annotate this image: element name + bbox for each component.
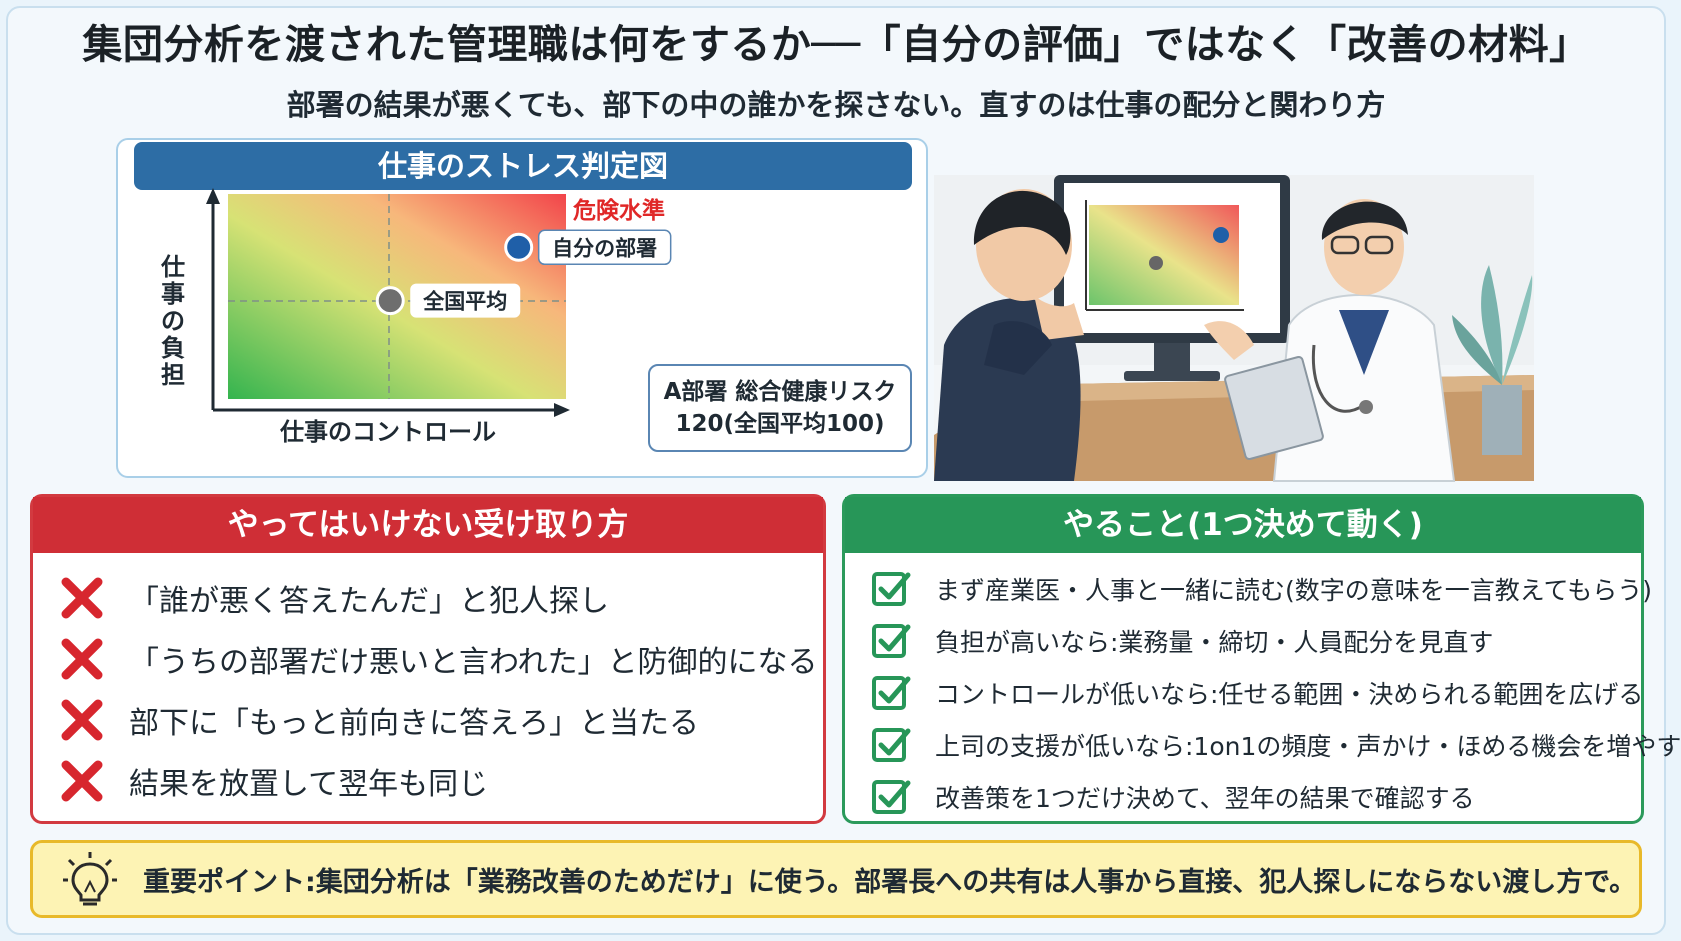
monitor-icon [1054,175,1290,381]
x-axis-arrow [554,403,570,417]
dont-item: 「うちの部署だけ悪いと言われた」と防御的になる [59,628,823,689]
checkbox-icon [872,676,911,710]
key-point-label: 重要ポイント: [143,866,316,898]
consultation-illustration [934,175,1534,482]
chart-points: 全国平均 自分の部署 [375,229,672,318]
chart-point-label-1: 自分の部署 [552,236,657,260]
dont-item-text: 「うちの部署だけ悪いと言われた」と防御的になる [129,644,818,680]
chart-header: 仕事のストレス判定図 [134,142,912,190]
lightbulb-icon [63,852,117,906]
y-axis-label-char: 仕 [160,253,185,281]
x-mark-icon [61,577,103,618]
do-item: 改善策を1つだけ決めて、翌年の結果で確認する [871,771,1641,823]
chart-point-label-bg-1 [537,229,672,266]
x-mark-icon [61,638,103,679]
stress-chart-panel: 仕事のストレス判定図 仕事の負担 仕事のコントロール 危険水準 全国平均 自分の部… [116,138,928,478]
plant-icon [1452,265,1533,455]
page-title: 集団分析を渡された管理職は何をするか──「自分の評価」ではなく「改善の材料」 [82,22,1590,68]
do-header: やること(1つ決めて動く) [845,497,1641,553]
chart-point-label-0: 全国平均 [422,290,507,314]
do-item-text: 上司の支援が低いなら:1on1の頻度・声かけ・ほめる機会を増やす [935,732,1681,761]
do-item-text: 改善策を1つだけ決めて、翌年の結果で確認する [935,784,1475,813]
dont-item-text: 「誰が悪く答えたんだ」と犯人探し [129,583,609,619]
manager-figure-icon [934,189,1084,481]
chart-point-label-bg-0 [410,283,521,318]
y-axis-label-char: 負 [161,334,185,362]
danger-label: 危険水準 [573,197,665,224]
checkbox-icon [872,780,911,814]
dont-header: やってはいけない受け取り方 [33,497,823,553]
x-mark-icon [61,760,103,801]
y-axis-label-char: 担 [161,361,185,389]
checkbox-icon [872,728,911,762]
chart-point-0 [375,286,405,316]
dont-list: 「誰が悪く答えたんだ」と犯人探し 「うちの部署だけ悪いと言われた」と防御的になる… [33,553,823,811]
do-list: まず産業医・人事と一緒に読む(数字の意味を一言教えてもらう) 負担が高いなら:業… [845,553,1681,823]
y-axis-label-char: 事 [161,280,185,308]
dont-item-text: 結果を放置して翌年も同じ [129,766,489,802]
x-axis-label: 仕事のコントロール [279,418,496,446]
checkbox-icon [872,624,911,658]
do-item: まず産業医・人事と一緒に読む(数字の意味を一言教えてもらう) [871,563,1652,615]
x-mark-icon [61,699,103,740]
do-item: 負担が高いなら:業務量・締切・人員配分を見直す [871,615,1641,667]
do-item-text: まず産業医・人事と一緒に読む(数字の意味を一言教えてもらう) [935,576,1653,605]
doctor-figure-icon [1204,199,1456,482]
do-item: 上司の支援が低いなら:1on1の頻度・声かけ・ほめる機会を増やす [871,719,1681,771]
risk-line-1: A部署 総合健康リスク [663,379,897,405]
dont-item-text: 部下に「もっと前向きに答えろ」と当たる [129,705,699,741]
do-item: コントロールが低いなら:任せる範囲・決められる範囲を広げる [871,667,1644,719]
y-axis-label-char: の [161,307,185,335]
chart-point-1 [504,232,534,262]
risk-line-2: 120(全国平均100) [675,411,885,437]
dont-item: 結果を放置して翌年も同じ [59,750,823,811]
checkbox-icon [872,572,911,606]
risk-summary-box: A部署 総合健康リスク 120(全国平均100) [648,364,912,452]
key-point-bar: 重要ポイント: 集団分析は「業務改善のためだけ」に使う。部署長への共有は人事から… [30,840,1642,918]
page-subtitle: 部署の結果が悪くても、部下の中の誰かを探さない。直すのは仕事の配分と関わり方 [286,88,1386,122]
dont-item: 「誰が悪く答えたんだ」と犯人探し [59,567,823,628]
do-panel: やること(1つ決めて動く) まず産業医・人事と一緒に読む(数字の意味を一言教えて… [842,494,1681,824]
do-item-text: 負担が高いなら:業務量・締切・人員配分を見直す [935,628,1494,657]
key-point-text: 集団分析は「業務改善のためだけ」に使う。部署長への共有は人事から直接、犯人探しに… [315,866,1637,898]
dont-panel: やってはいけない受け取り方 「誰が悪く答えたんだ」と犯人探し 「うちの部署だけ悪… [30,494,826,824]
dont-item: 部下に「もっと前向きに答えろ」と当たる [59,689,823,750]
do-item-text: コントロールが低いなら:任せる範囲・決められる範囲を広げる [935,680,1644,709]
y-axis-arrow [206,188,220,204]
